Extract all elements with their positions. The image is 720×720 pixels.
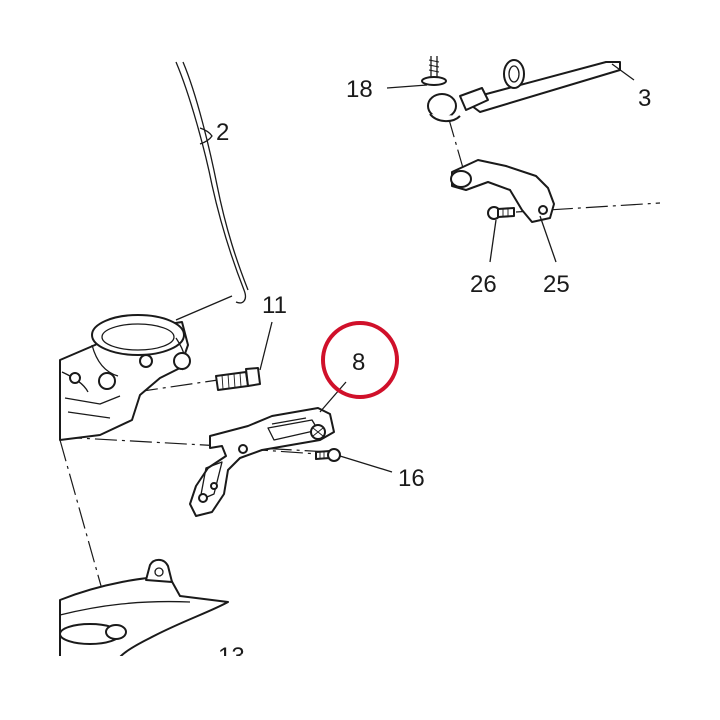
part-16-screw bbox=[315, 448, 341, 462]
part-11-bolt bbox=[215, 367, 261, 391]
part-labels: 18 3 2 11 8 26 25 16 13 bbox=[216, 76, 651, 670]
label-part-2: 2 bbox=[216, 119, 229, 146]
label-part-25: 25 bbox=[543, 271, 570, 298]
label-part-11: 11 bbox=[262, 292, 287, 319]
label-part-26: 26 bbox=[470, 271, 497, 298]
bottom-crop bbox=[0, 656, 720, 720]
label-part-18: 18 bbox=[346, 76, 373, 103]
upper-rod-assembly bbox=[421, 56, 621, 122]
label-part-16: 16 bbox=[398, 465, 425, 492]
brace-tip bbox=[199, 127, 213, 145]
steering-clamp-assembly bbox=[59, 314, 191, 441]
part-26-bolt bbox=[487, 206, 515, 220]
part-2-frame-tube bbox=[175, 61, 249, 304]
leader-lines bbox=[175, 63, 635, 473]
part-13-lower-cover bbox=[59, 558, 229, 661]
label-part-3: 3 bbox=[638, 85, 651, 112]
part-8-highlight-ring bbox=[321, 321, 399, 399]
label-part-8: 8 bbox=[352, 349, 365, 376]
part-8-bracket bbox=[189, 407, 335, 517]
